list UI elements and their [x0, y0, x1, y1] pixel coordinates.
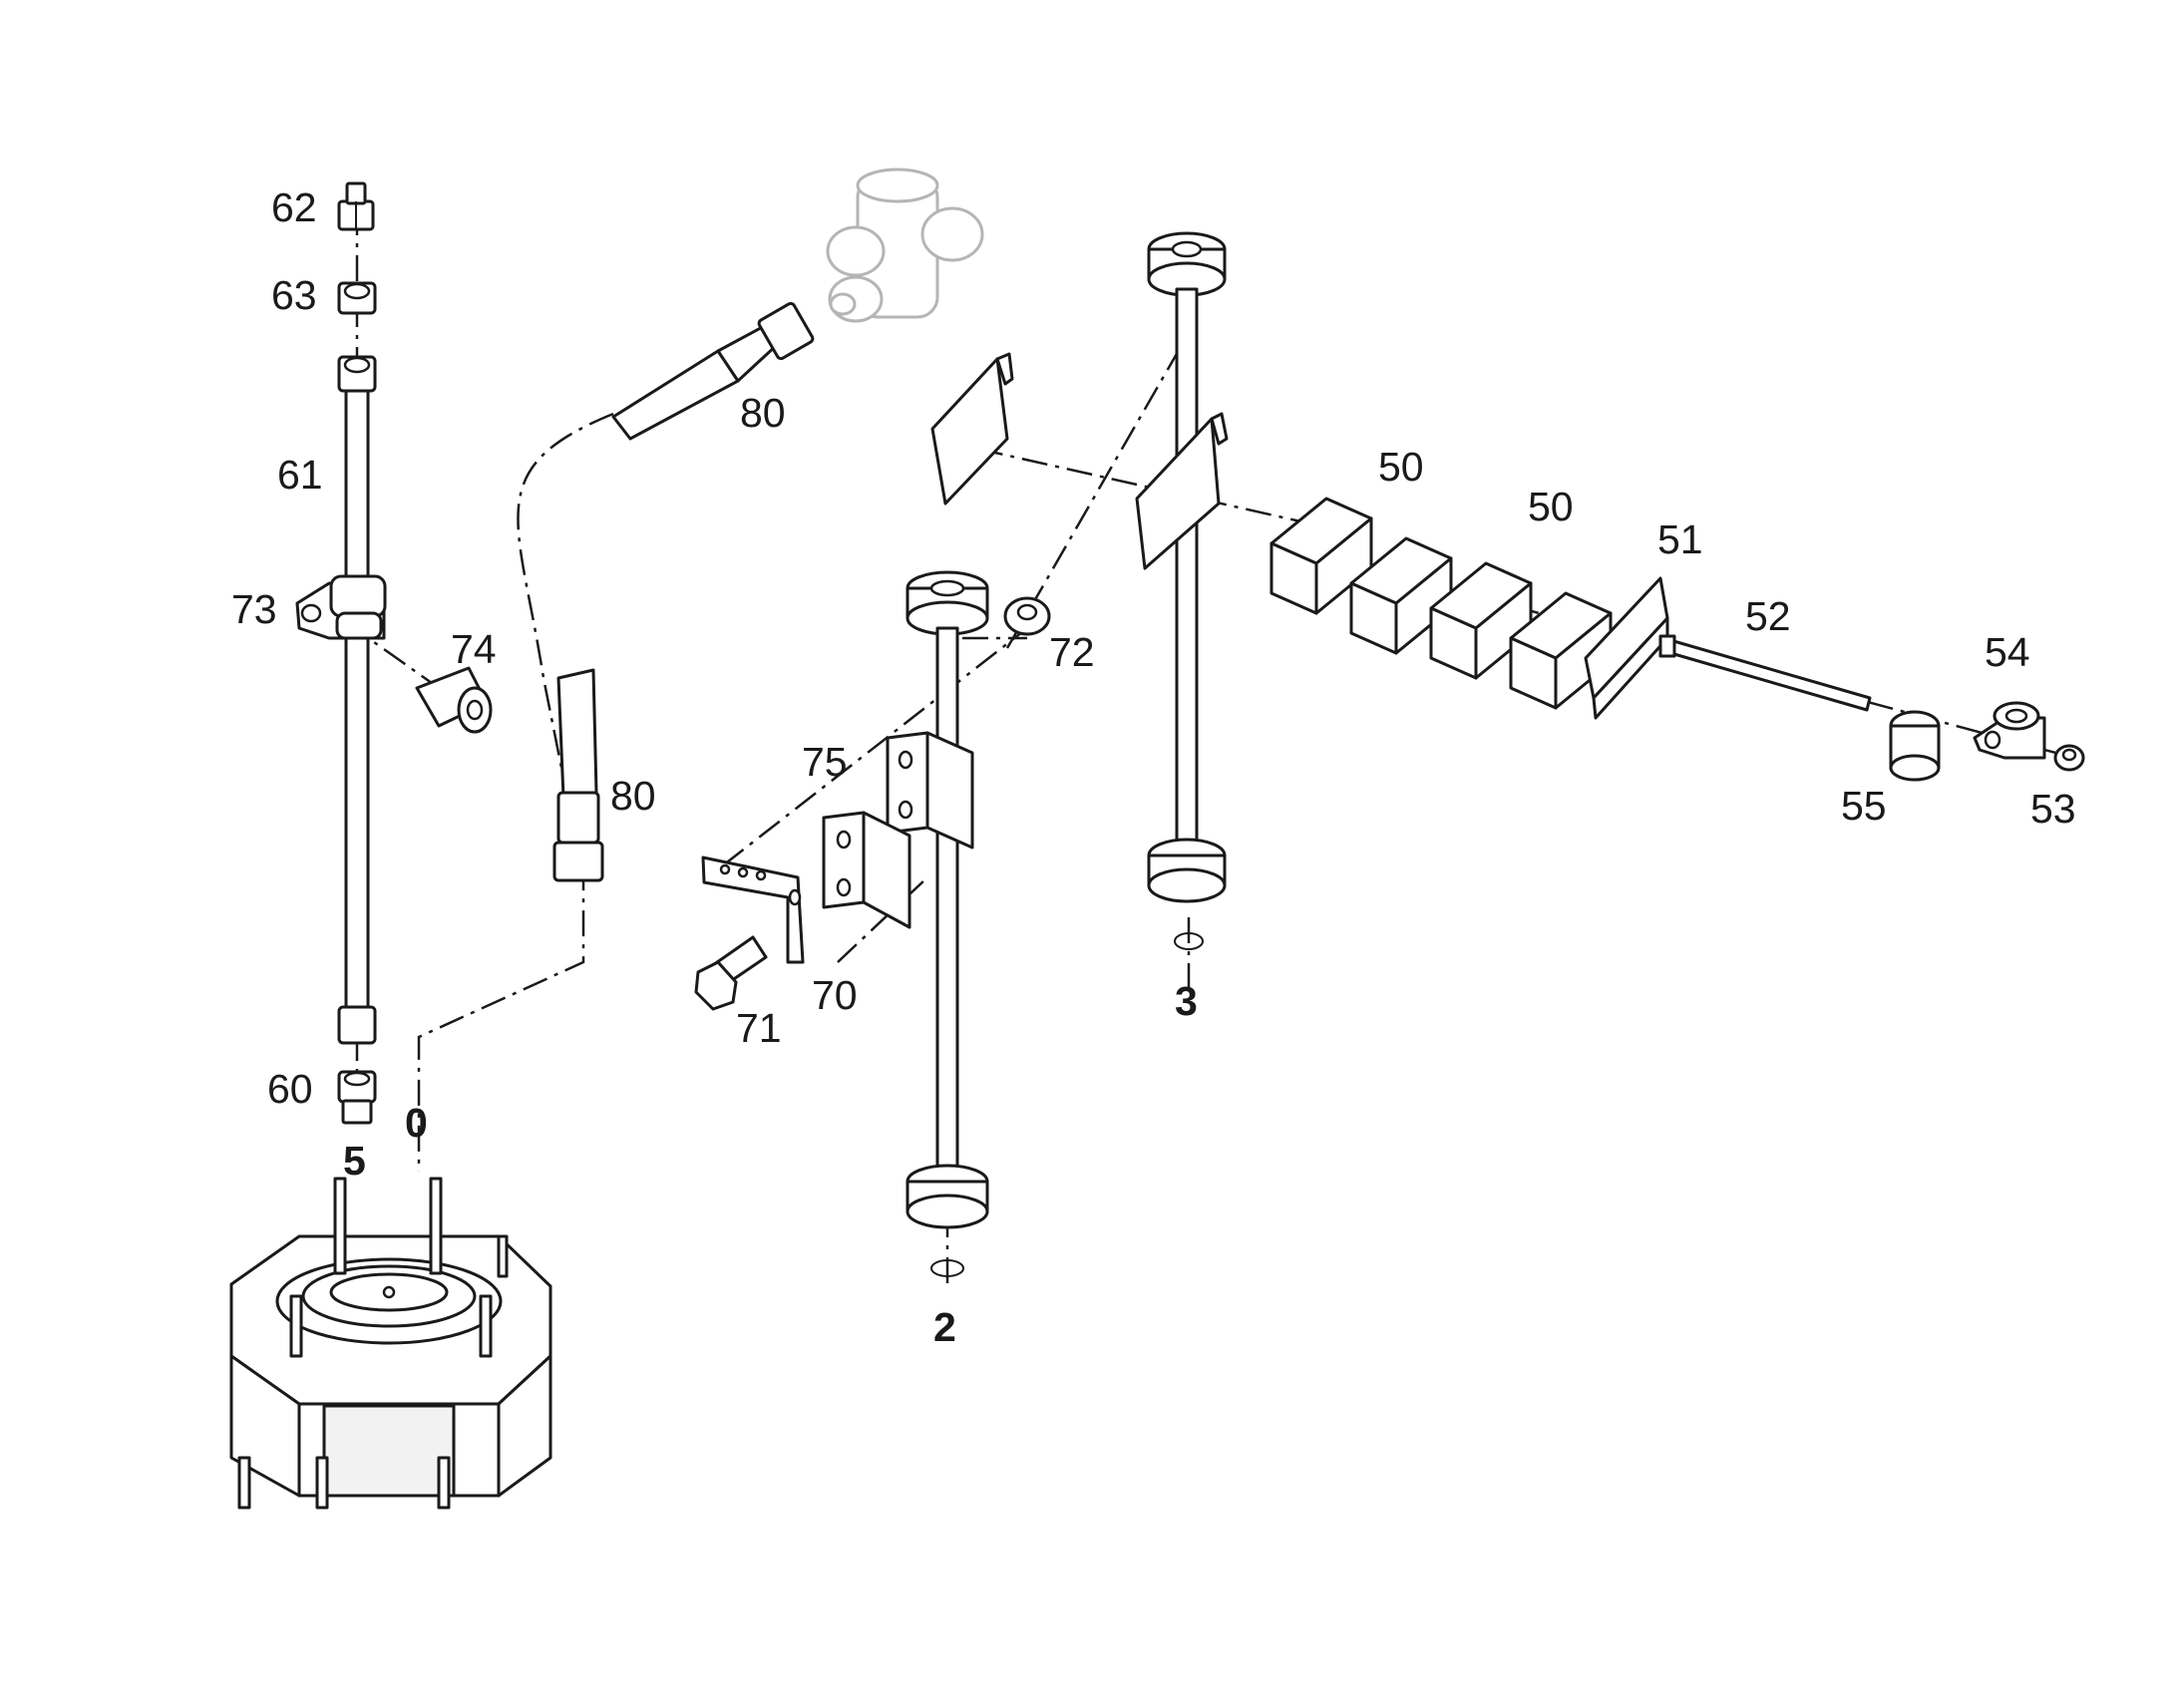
part-71-bolt	[694, 935, 768, 1011]
part-51-plate	[1584, 576, 1669, 720]
connection-0: 0	[405, 1100, 428, 1146]
part-53-nut	[2053, 744, 2085, 772]
callout-50-left: 50	[1378, 444, 1424, 490]
part-72-nut	[1003, 596, 1051, 636]
part-75-bracket	[886, 731, 974, 850]
pipe-2-assembly	[906, 570, 989, 1277]
callout-72: 72	[1049, 629, 1095, 675]
callout-63: 63	[271, 272, 317, 318]
connection-5: 5	[343, 1138, 366, 1184]
part-74-bolt	[415, 666, 493, 734]
part-50-clamp-half-2	[1349, 536, 1453, 655]
callout-labels: 62 63 61 73 74 60 80 80 72 75 70 71 50 5…	[231, 184, 2076, 1112]
part-50-clamp-half-4	[1509, 591, 1613, 710]
part-80-hose-lower	[552, 668, 604, 882]
callout-74: 74	[451, 626, 497, 672]
callout-61: 61	[277, 452, 323, 498]
callout-50-right: 50	[1528, 484, 1574, 529]
part-80-hose-upper	[611, 301, 815, 441]
part-50-clamp-half-3	[1429, 561, 1533, 680]
front-clip	[1135, 412, 1229, 570]
callout-80-upper: 80	[740, 390, 786, 436]
callout-60: 60	[267, 1066, 313, 1112]
part-50-clamp-half-1	[1270, 497, 1373, 615]
callout-70: 70	[812, 972, 858, 1018]
connection-3: 3	[1175, 978, 1198, 1024]
connection-2: 2	[933, 1304, 956, 1350]
part-61-pipe	[337, 355, 377, 1045]
part-70-bracket	[701, 811, 911, 964]
part-55-sleeve	[1889, 710, 1941, 782]
callout-53: 53	[2030, 786, 2076, 832]
callout-62: 62	[271, 184, 317, 230]
part-63-nut	[337, 281, 377, 315]
back-clip	[930, 352, 1014, 506]
part-60-fitting	[337, 1070, 377, 1125]
callout-51: 51	[1657, 516, 1703, 562]
part-73-clamp	[295, 574, 387, 640]
base-unit	[229, 1177, 552, 1510]
callout-54: 54	[1985, 629, 2030, 675]
callout-75: 75	[802, 739, 848, 785]
connection-keys: 5 0 2 3	[343, 978, 1198, 1350]
callout-71: 71	[736, 1005, 782, 1051]
callout-55: 55	[1841, 783, 1887, 829]
part-52-threaded-rod	[1658, 634, 1872, 712]
part-62-adapter	[337, 181, 375, 231]
callout-80-lower: 80	[610, 773, 656, 819]
callout-73: 73	[231, 586, 277, 632]
part-54-clamp-nut	[1973, 701, 2046, 760]
pipe-3-assembly	[1147, 231, 1227, 950]
callout-52: 52	[1745, 593, 1791, 639]
valve-block-ghost	[826, 168, 984, 323]
